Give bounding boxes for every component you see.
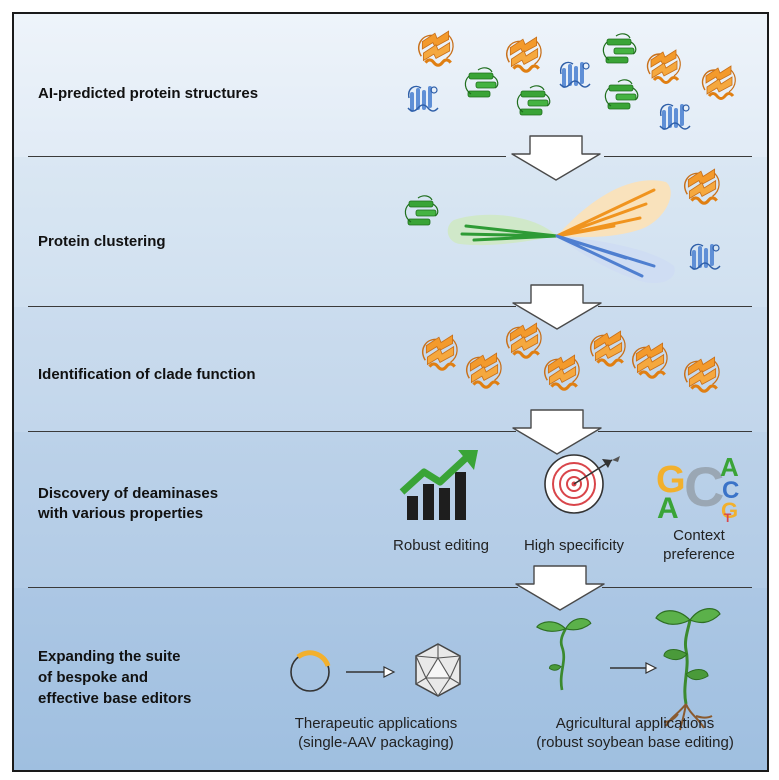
logo-letter-a-left: A	[657, 492, 679, 525]
divider-2-left	[28, 306, 516, 307]
divider-4-left	[28, 587, 518, 588]
protein-structure-icon	[417, 29, 455, 67]
stage-4-label-line1: Discovery of deaminases	[38, 485, 219, 502]
flow-arrow-4-icon	[515, 565, 605, 611]
seedling-icon	[535, 617, 593, 692]
stage-4-label: Discovery of deaminases with various pro…	[38, 484, 218, 524]
agricultural-applications-caption: Agricultural applications (robust soybea…	[510, 714, 760, 752]
context-preference-caption: Context preference	[644, 526, 754, 564]
clustering-tree-icon	[447, 180, 675, 284]
orange-clade-protein-icon	[683, 167, 721, 205]
stage-5-label-line2: of bespoke and	[38, 669, 149, 686]
protein-structure-icon	[604, 79, 639, 110]
logo-letter-c-large: C	[684, 455, 724, 518]
right-arrow-therapeutic-icon	[346, 666, 396, 678]
band-stage-1	[14, 14, 767, 157]
clade-proteins	[421, 321, 721, 393]
logo-letter-g-small: G	[721, 498, 738, 523]
stage-5-label: Expanding the suite of bespoke and effec…	[38, 646, 191, 709]
protein-structure-icon	[646, 48, 682, 84]
protein-structure-icon	[558, 60, 592, 89]
band-stage-4	[14, 432, 767, 588]
divider-1-right	[604, 156, 752, 157]
robust-editing-caption: Robust editing	[393, 537, 489, 554]
protein-structure-icon	[505, 35, 543, 73]
protein-structure-icon	[465, 351, 503, 389]
logo-letter-t: T	[724, 511, 732, 525]
stage-2-label: Protein clustering	[38, 233, 166, 250]
figure-frame: AI-predicted protein structures Protein …	[12, 12, 769, 772]
protein-structure-icon	[602, 33, 637, 64]
protein-cloud	[406, 29, 737, 131]
flow-arrow-3-icon	[512, 409, 602, 455]
protein-structure-icon	[701, 64, 737, 100]
target-icon	[544, 454, 620, 514]
green-clade-protein-icon	[404, 195, 439, 226]
divider-2-right	[598, 306, 752, 307]
aav-capsid-icon	[415, 643, 461, 697]
protein-structure-icon	[543, 353, 581, 391]
agricultural-line2: (robust soybean base editing)	[536, 734, 734, 751]
stage-4-label-line2: with various properties	[38, 505, 204, 522]
band-stage-5	[14, 588, 767, 770]
stage-3-label: Identification of clade function	[38, 366, 256, 383]
protein-structure-icon	[516, 85, 551, 116]
agricultural-line1: Agricultural applications	[555, 715, 715, 732]
right-arrow-agricultural-icon	[610, 662, 658, 674]
therapeutic-line2: (single-AAV packaging)	[298, 734, 454, 751]
high-specificity-caption: High specificity	[523, 537, 625, 554]
protein-structure-icon	[683, 355, 721, 393]
protein-structure-icon	[505, 321, 543, 359]
protein-structure-icon	[631, 341, 669, 379]
plasmid-icon	[290, 650, 331, 692]
logo-letter-c-small: C	[722, 477, 739, 504]
context-preference-line2: preference	[663, 546, 735, 563]
flow-arrow-2-icon	[512, 284, 602, 330]
protein-structure-icon	[406, 84, 440, 113]
graphics-layer: G C A A C G T	[290, 29, 739, 731]
stage-5-label-line3: effective base editors	[38, 690, 192, 707]
divider-4-right	[602, 587, 752, 588]
logo-letter-g: G	[656, 459, 686, 501]
flow-arrow-1-icon	[511, 135, 601, 181]
divider-3-right	[598, 431, 752, 432]
blue-clade-protein-icon	[688, 242, 722, 271]
stage-5-label-line1: Expanding the suite	[38, 648, 181, 665]
grown-soybean-plant-icon	[655, 608, 721, 731]
stage-1-label: AI-predicted protein structures	[38, 85, 259, 102]
protein-structure-icon	[658, 102, 692, 131]
divider-1-left	[28, 156, 506, 157]
protein-structure-icon	[589, 329, 627, 367]
protein-structure-icon	[421, 333, 459, 371]
robust-editing-chart-icon	[399, 450, 478, 520]
sequence-logo-icon: G C A A C G T	[656, 452, 739, 525]
therapeutic-line1: Therapeutic applications	[294, 715, 458, 732]
protein-structure-icon	[464, 67, 499, 98]
context-preference-line1: Context	[673, 527, 725, 544]
divider-3-left	[28, 431, 516, 432]
therapeutic-applications-caption: Therapeutic applications (single-AAV pac…	[266, 714, 486, 752]
logo-letter-a-top: A	[720, 452, 739, 482]
